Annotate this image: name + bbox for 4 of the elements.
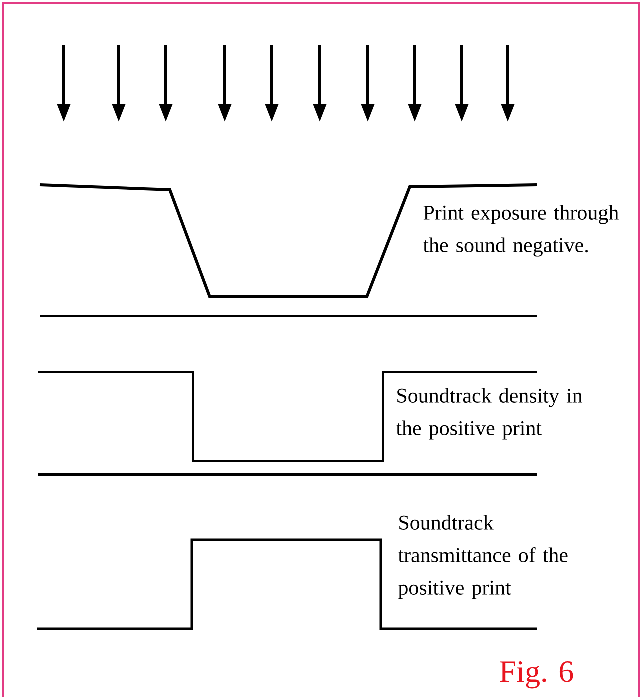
figure-caption: Fig. 6 — [500, 661, 574, 689]
curve-label: Print exposure through the sound negative. — [423, 205, 619, 257]
curve-label: Soundtrack transmittance of the positive print — [398, 515, 568, 600]
curve-label: Soundtrack density in the positive print — [396, 388, 583, 440]
